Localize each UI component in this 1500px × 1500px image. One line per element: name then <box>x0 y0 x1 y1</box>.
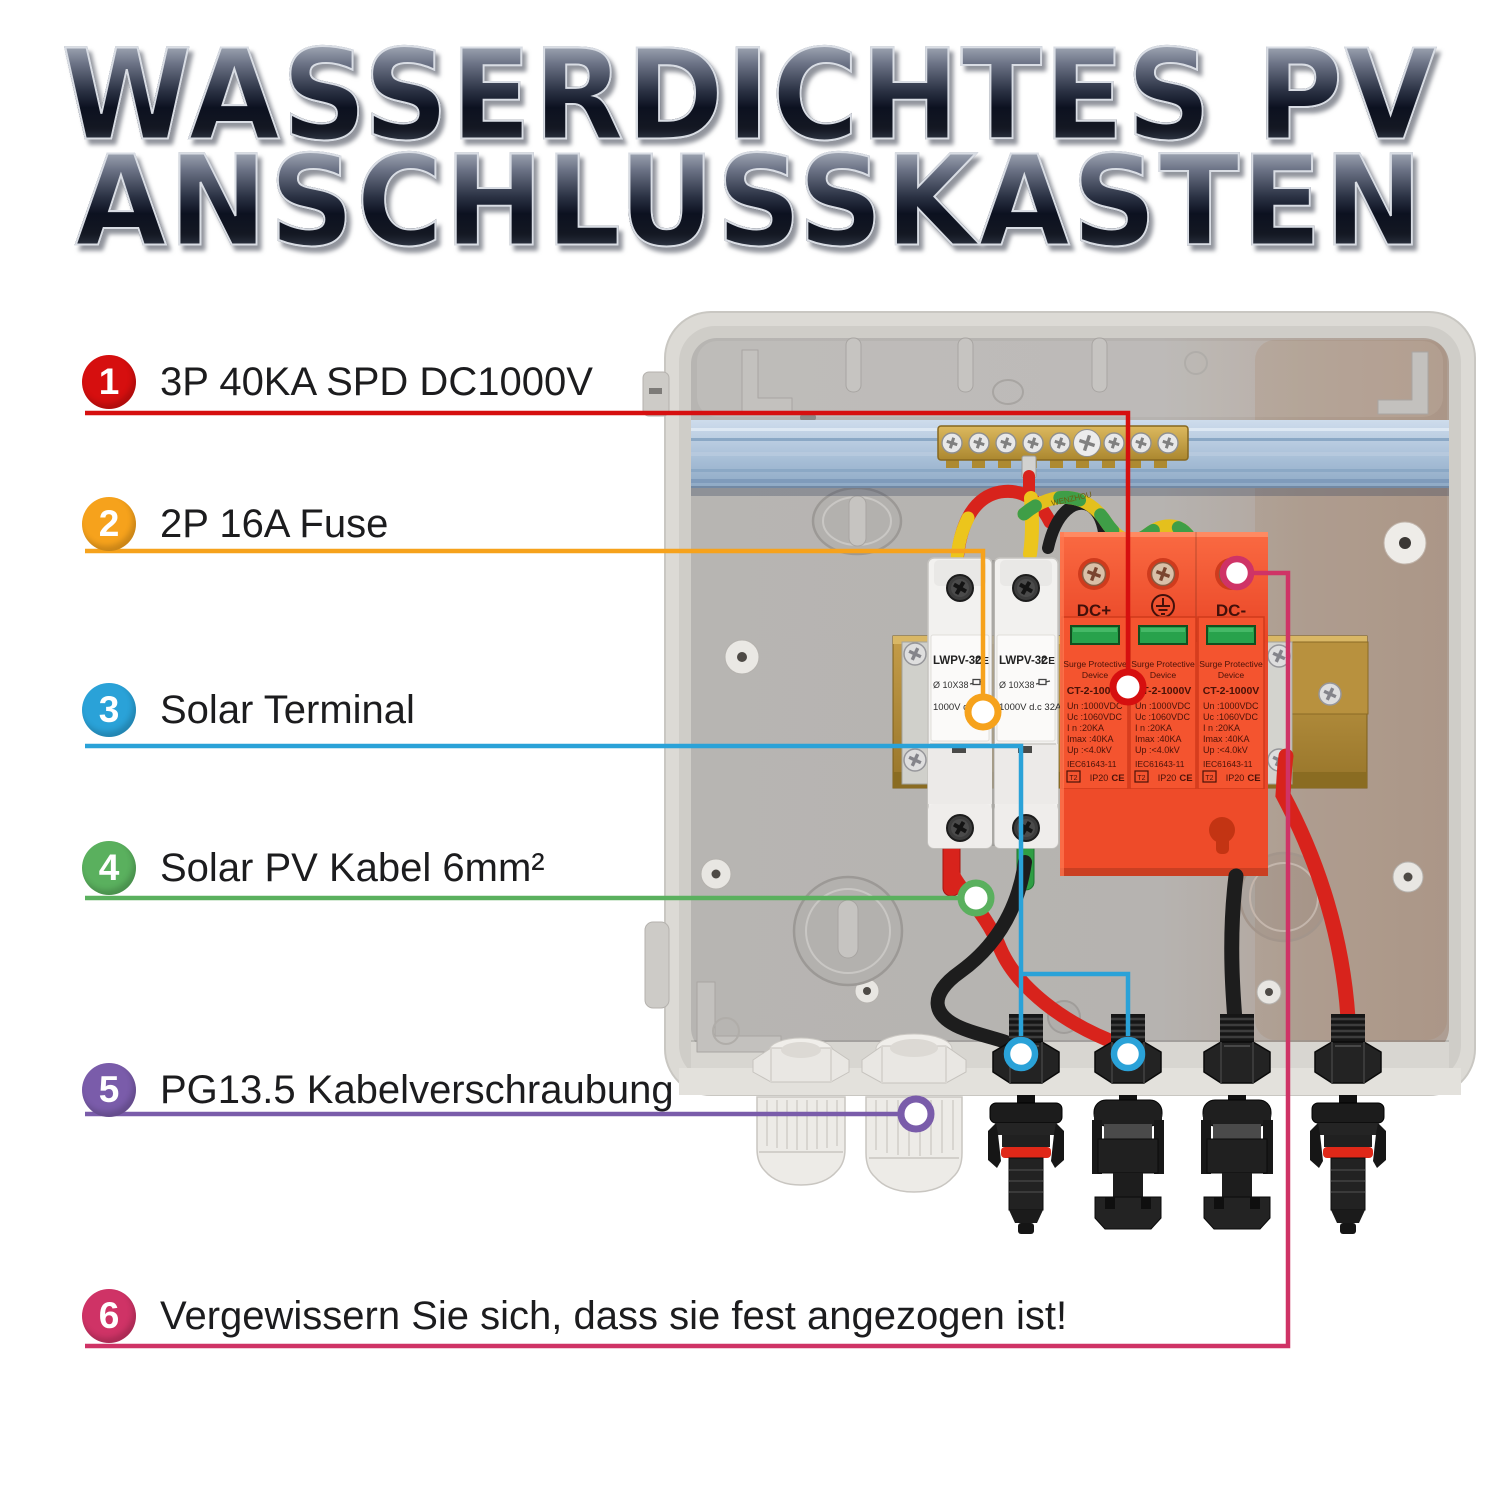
panel-molded-details <box>696 337 1429 1053</box>
spd-dc-minus-label: DC- <box>1216 601 1246 620</box>
fuse-holder-2 <box>994 558 1062 848</box>
callout-5-label: PG13.5 Kabelverschraubung <box>160 1067 674 1112</box>
callout-4: 4 Solar PV Kabel 6mm² <box>82 836 545 900</box>
callout-2-badge: 2 <box>82 497 136 551</box>
callout-1: 1 3P 40KA SPD DC1000V <box>82 350 593 414</box>
title-line-2: ANSCHLUSSKASTEN <box>0 137 1500 265</box>
callout-target-dots <box>897 555 1255 1133</box>
callout-line-3 <box>85 743 1024 1036</box>
callout-line-3-branch <box>1021 971 1131 1036</box>
callout-3-label: Solar Terminal <box>160 687 415 732</box>
callout-3: 3 Solar Terminal <box>82 678 415 742</box>
callout-4-badge: 4 <box>82 841 136 895</box>
ground-terminal-bar <box>937 425 1189 479</box>
callout-line-6 <box>85 570 1291 1349</box>
yellow-sleeve <box>950 511 975 567</box>
callout-2: 2 2P 16A Fuse <box>82 492 388 556</box>
callout-1-badge: 1 <box>82 355 136 409</box>
callout-line-1 <box>85 410 1131 669</box>
callout-dot-6 <box>1219 555 1255 591</box>
callout-dot-5 <box>897 1095 935 1133</box>
solar-pv-black-cable <box>930 855 1032 1059</box>
callout-dot-1 <box>1109 668 1147 706</box>
pg-cable-glands <box>756 1096 963 1193</box>
callout-1-label: 3P 40KA SPD DC1000V <box>160 359 593 404</box>
callout-4-label: Solar PV Kabel 6mm² <box>160 845 545 890</box>
callout-5-badge: 5 <box>82 1063 136 1117</box>
callout-line-2 <box>85 548 986 694</box>
callout-lines <box>85 410 1291 1349</box>
callout-dot-3a <box>1003 1036 1039 1072</box>
callout-6: 6 Vergewissern Sie sich, dass sie fest a… <box>82 1284 1067 1348</box>
mc4-connectors <box>987 1094 1387 1235</box>
callout-6-badge: 6 <box>82 1289 136 1343</box>
callout-dot-4 <box>957 879 995 917</box>
callout-6-label: Vergewissern Sie sich, dass sie fest ang… <box>160 1293 1068 1338</box>
spd-dc-plus-label: DC+ <box>1077 601 1112 620</box>
callout-5: 5 PG13.5 Kabelverschraubung <box>82 1058 674 1122</box>
title-line-1: WASSERDICHTES PV <box>0 31 1500 159</box>
callout-dot-3b <box>1110 1036 1146 1072</box>
spd-device: DC+ DC- <box>1060 532 1268 876</box>
page-title: WASSERDICHTES PV ANSCHLUSSKASTEN <box>0 31 1500 265</box>
callout-dot-2 <box>964 693 1002 731</box>
spd-red-cable <box>1275 748 1357 1050</box>
callout-3-badge: 3 <box>82 683 136 737</box>
inner-cable-glands <box>752 1012 1383 1085</box>
callout-2-label: 2P 16A Fuse <box>160 501 389 546</box>
